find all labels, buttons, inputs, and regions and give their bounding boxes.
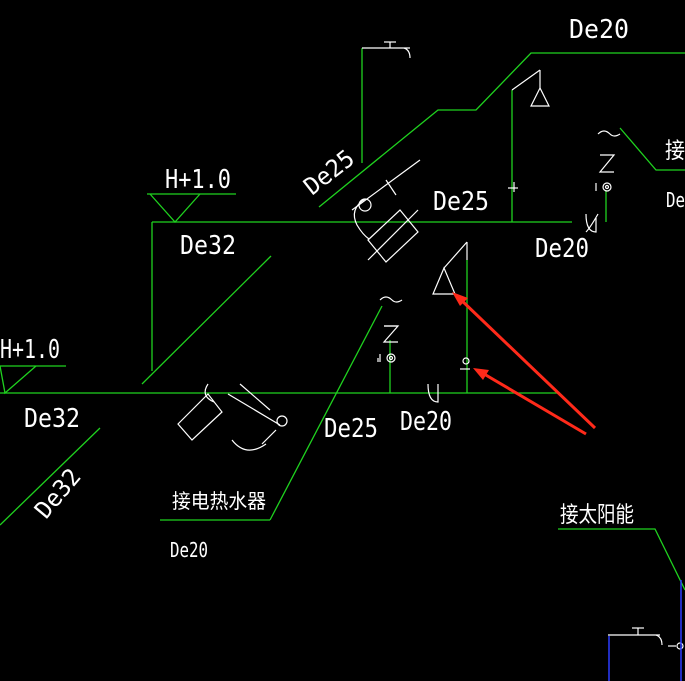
heater-feed-pipe [269,305,383,521]
top-riser-pipe [318,52,685,208]
elevation-markers [0,193,201,395]
red-arrow-upper [456,295,597,430]
diagonal-pipe-center [141,255,272,385]
pipe-hook-lower [427,383,439,403]
valve-assembly-right [585,130,621,233]
label-de20-top: De20 [569,15,629,45]
shower-icon-center [432,241,470,370]
label-de20-bottom: De20 [170,538,208,562]
heater-fitting-upper [351,159,421,263]
label-de25-mid: De25 [433,187,489,217]
label-de-partial-right: De [666,188,685,212]
red-arrowhead-upper [452,292,468,306]
solar-feed-pipe [558,528,685,591]
pipe-network [0,48,685,591]
elevation-triangle-left [0,365,37,395]
label-de32-mid: De32 [180,231,236,261]
shower-icon-top [508,69,550,192]
pipe-hook-upper [585,213,597,233]
label-solar: 接太阳能 [560,503,634,528]
diagonal-pipe-lower-left [0,427,101,526]
label-de25-diagonal: De25 [298,144,359,201]
label-de20-low: De20 [400,407,452,437]
label-de32-diagonal: De32 [29,463,86,524]
fixture-symbols [177,41,684,650]
pipe-labels: De20 De25 De25 De32 H+1.0 H+1.0 De20 De3… [0,15,685,562]
elevation-triangle-mid [149,193,201,223]
label-electric-heater: 接电热水器 [172,489,266,513]
label-h-plus-mid: H+1.0 [165,165,231,195]
faucet-icon-bottom [608,627,684,650]
label-de20-right: De20 [535,234,589,264]
faucet-icon-top [362,41,411,59]
annotation-arrows [452,292,597,436]
heater-fitting-lower [177,383,288,451]
blue-outline [608,580,682,681]
valve-assembly-mid [377,296,403,363]
top-right-pipe [619,127,685,171]
red-arrow-lower [478,369,587,436]
label-h-plus-left: H+1.0 [0,335,60,365]
label-partial-right: 接 [665,139,685,164]
label-de25-low: De25 [324,414,378,444]
red-arrowhead-lower [473,368,489,380]
label-de32-left: De32 [24,404,80,434]
